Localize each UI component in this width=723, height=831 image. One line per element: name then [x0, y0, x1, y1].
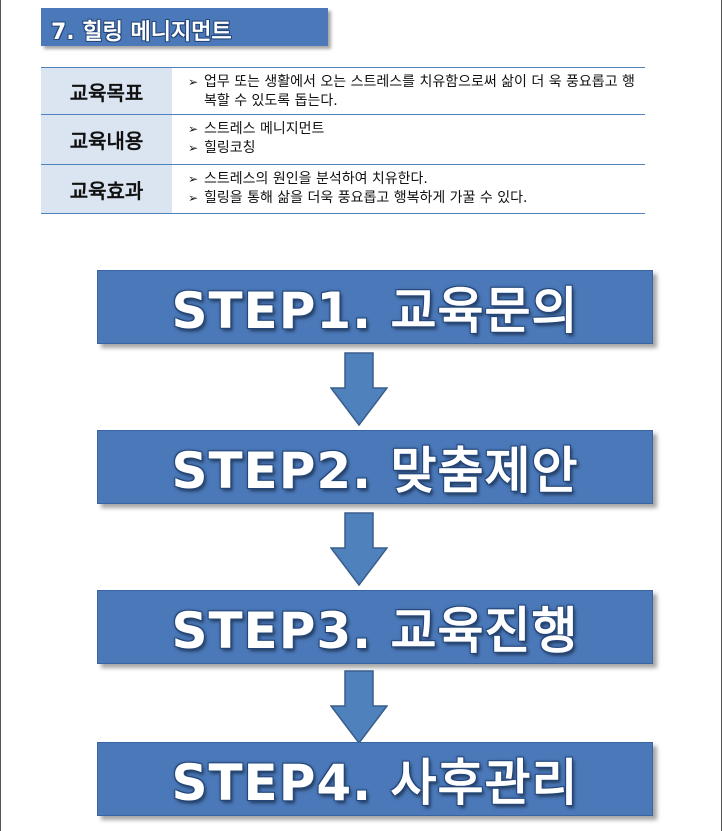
info-table: 교육목표 ➢ 업무 또는 생활에서 오는 스트레스를 치유함으로써 삶이 더 욱… — [41, 67, 645, 214]
list-item: ➢ 힐링코칭 — [188, 139, 645, 158]
arrow-bullet-icon: ➢ — [188, 122, 199, 136]
row-label-goal: 교육목표 — [41, 68, 172, 114]
step-3-label: STEP3. 교육진행 — [171, 602, 579, 660]
list-item: ➢ 업무 또는 생활에서 오는 스트레스를 치유함으로써 삶이 더 욱 풍요롭고… — [188, 73, 645, 111]
list-item: ➢ 스트레스 메니지먼트 — [188, 120, 645, 139]
page-left-border — [0, 0, 1, 831]
table-row-goal: 교육목표 ➢ 업무 또는 생활에서 오는 스트레스를 치유함으로써 삶이 더 욱… — [41, 67, 645, 114]
item-text: 스트레스의 원인을 분석하여 치유한다. — [204, 171, 428, 187]
item-text: 힐링코칭 — [204, 140, 256, 156]
down-arrow-icon — [330, 352, 388, 426]
step-2-label: STEP2. 맞춤제안 — [171, 442, 579, 500]
section-title-bar: 7. 힐링 메니지먼트 — [41, 8, 328, 46]
arrow-bullet-icon: ➢ — [188, 191, 199, 205]
step-2-box: STEP2. 맞춤제안 — [97, 430, 653, 504]
list-item: ➢ 스트레스의 원인을 분석하여 치유한다. — [188, 170, 645, 189]
item-text: 업무 또는 생활에서 오는 스트레스를 치유함으로써 삶이 더 욱 풍요롭고 행… — [204, 74, 635, 109]
step-1-box: STEP1. 교육문의 — [97, 270, 653, 344]
step-4-box: STEP4. 사후관리 — [97, 742, 653, 816]
row-label-content: 교육내용 — [41, 115, 172, 164]
row-content-goal: ➢ 업무 또는 생활에서 오는 스트레스를 치유함으로써 삶이 더 욱 풍요롭고… — [188, 68, 645, 114]
down-arrow-icon — [330, 512, 388, 586]
table-row-effect: 교육효과 ➢ 스트레스의 원인을 분석하여 치유한다. ➢ 힐링을 통해 삶을 … — [41, 164, 645, 214]
table-row-content: 교육내용 ➢ 스트레스 메니지먼트 ➢ 힐링코칭 — [41, 114, 645, 164]
page-right-border — [721, 0, 722, 831]
step-4-label: STEP4. 사후관리 — [171, 754, 579, 812]
list-item: ➢ 힐링을 통해 삶을 더욱 풍요롭고 행복하게 가꿀 수 있다. — [188, 189, 645, 208]
arrow-bullet-icon: ➢ — [188, 75, 199, 89]
arrow-bullet-icon: ➢ — [188, 141, 199, 155]
arrow-bullet-icon: ➢ — [188, 172, 199, 186]
down-arrow-icon — [330, 670, 388, 744]
row-content-effect: ➢ 스트레스의 원인을 분석하여 치유한다. ➢ 힐링을 통해 삶을 더욱 풍요… — [188, 165, 645, 211]
item-text: 스트레스 메니지먼트 — [204, 121, 325, 137]
section-title: 7. 힐링 메니지먼트 — [51, 20, 232, 45]
step-1-label: STEP1. 교육문의 — [171, 282, 579, 340]
row-content-content: ➢ 스트레스 메니지먼트 ➢ 힐링코칭 — [188, 115, 645, 161]
row-label-effect: 교육효과 — [41, 165, 172, 213]
step-3-box: STEP3. 교육진행 — [97, 590, 653, 664]
item-text: 힐링을 통해 삶을 더욱 풍요롭고 행복하게 가꿀 수 있다. — [204, 190, 528, 206]
